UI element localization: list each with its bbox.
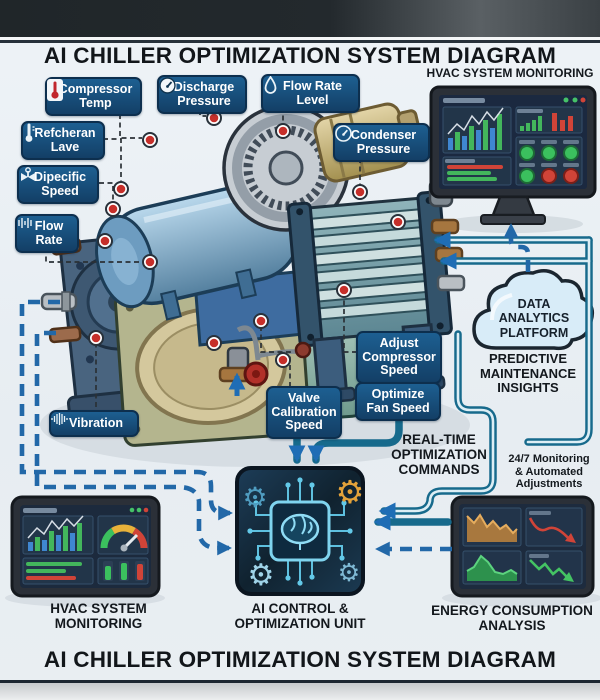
sensor-label-flow-rate-level: Flow Rate Level	[261, 74, 360, 113]
page-title-bottom: AI CHILLER OPTIMIZATION SYSTEM DIAGRAM	[43, 647, 557, 672]
monitoring-247-label: 24/7 Monitoring & Automated Adjustments	[508, 453, 590, 491]
hvac-monitor-bottom-panel	[10, 495, 161, 598]
command-label-valve-calibration-speed: Valve Calibration Speed	[266, 386, 342, 439]
sensor-label-compressor-temp: Compressor Temp	[45, 77, 142, 116]
top-bar	[0, 0, 600, 40]
cloud-label: DATA ANALYTICS PLATFORM	[498, 297, 570, 340]
command-label-optimize-fan-speed: Optimize Fan Speed	[355, 382, 441, 421]
brain-icon	[280, 513, 320, 550]
sensor-label-flow-rate: Flow Rate	[15, 214, 79, 253]
page-title-top: AI CHILLER OPTIMIZATION SYSTEM DIAGRAM	[43, 43, 557, 68]
bottom-strip	[0, 683, 600, 700]
sensor-label-discharge-pressure: Discharge Pressure	[157, 75, 247, 114]
ai-control-unit: ⚙ ⚙ ⚙ ⚙	[235, 466, 365, 596]
telemetry-dashed-lines	[19, 223, 531, 557]
sensor-label-vibration: Vibration	[49, 410, 139, 437]
gear-icon: ⚙	[248, 558, 275, 593]
energy-analysis-panel	[450, 495, 595, 598]
hvac-monitor-bottom-title: HVAC SYSTEM MONITORING	[50, 601, 147, 632]
hvac-monitor-top-title: HVAC SYSTEM MONITORING	[426, 66, 594, 80]
sensor-dots	[88, 110, 406, 368]
heat-exchanger	[286, 190, 453, 405]
data-analytics-cloud	[472, 269, 595, 351]
realtime-commands-label: REAL-TIME OPTIMIZATION COMMANDS	[391, 432, 487, 478]
ai-unit-label: AI CONTROL & OPTIMIZATION UNIT	[234, 601, 366, 632]
sensor-label-condenser-pressure: Condenser Pressure	[333, 123, 430, 162]
sensor-label-specific-speed: Dipecific Speed	[17, 165, 99, 204]
command-label-adjust-compressor-speed: Adjust Compressor Speed	[356, 331, 442, 384]
energy-analysis-label: ENERGY CONSUMPTION ANALYSIS	[431, 603, 593, 634]
gear-icon: ⚙	[242, 481, 267, 514]
hvac-monitor-top	[429, 85, 597, 225]
command-pipes	[228, 231, 593, 531]
sensor-label-refrigerant-level: Refcheran Lave	[21, 121, 105, 160]
gear-icon: ⚙	[338, 558, 360, 587]
predictive-maintenance-label: PREDICTIVE MAINTENANCE INSIGHTS	[479, 351, 577, 396]
gear-icon: ⚙	[336, 473, 365, 511]
bottom-divider	[0, 680, 600, 683]
